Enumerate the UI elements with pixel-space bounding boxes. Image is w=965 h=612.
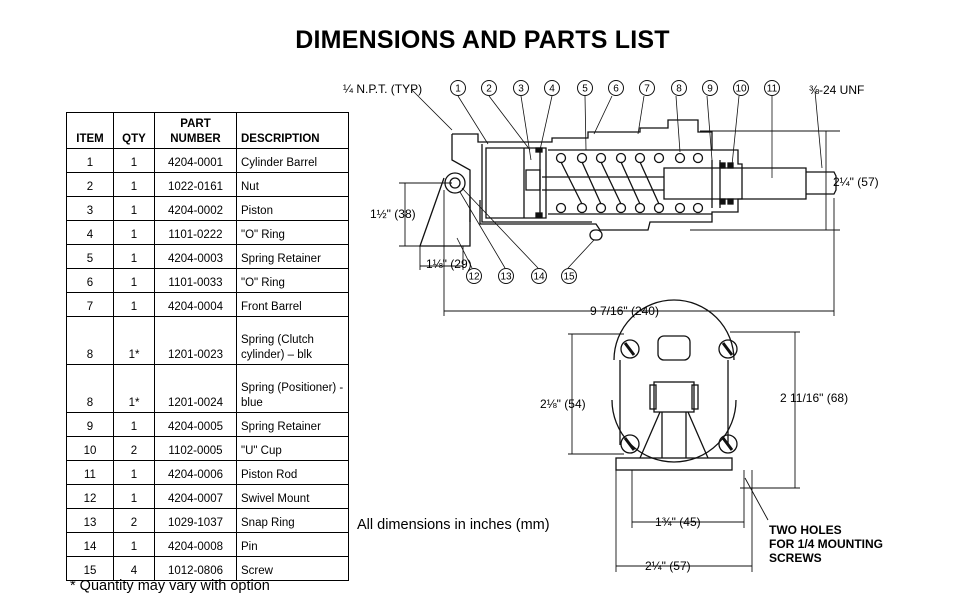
cell-part-number: 4204-0004 [154, 292, 237, 317]
cell-part-number: 1201-0023 [154, 316, 237, 365]
callout-number: 3 [518, 84, 524, 95]
cell-item: 8 [66, 316, 114, 365]
cell-item: 15 [66, 556, 114, 581]
dim-mount-width: 1⅛" (29) [426, 257, 472, 271]
callout-circle [733, 80, 749, 96]
cell-description: Spring Retainer [236, 412, 349, 437]
callout-circle [513, 80, 529, 96]
callout-number: 7 [644, 84, 650, 95]
callout-number: 12 [468, 272, 480, 283]
callout-circle [608, 80, 624, 96]
callout-number: 14 [533, 272, 545, 283]
cell-description: Spring (Clutch cylinder) – blk [236, 316, 349, 365]
callout-number: 8 [676, 84, 682, 95]
callout-circle [577, 80, 593, 96]
header-description: DESCRIPTION [236, 112, 349, 149]
callout-number: 1 [455, 84, 461, 95]
callout-leaders [411, 89, 823, 269]
callout-circle [702, 80, 718, 96]
side-dimension-lines [399, 130, 840, 316]
header-qty: QTY [113, 112, 155, 149]
end-view [611, 299, 738, 471]
dim-overall-length: 9 7/16" (240) [590, 304, 659, 318]
hole-note-line1: TWO HOLES [769, 523, 842, 537]
parts-table: ITEM QTY PART NUMBER DESCRIPTION 1 1 4204-0… [66, 112, 349, 581]
side-view-cylinder [452, 119, 837, 231]
cell-part-number: 1101-0033 [154, 268, 237, 293]
cell-part-number: 1102-0005 [154, 436, 237, 461]
table-header-row: ITEM QTY PART NUMBER DESCRIPTION [66, 112, 349, 149]
callout-circle [450, 80, 466, 96]
callout-number: 4 [549, 84, 555, 95]
callout-circle [544, 80, 560, 96]
quantity-footnote: * Quantity may vary with option [70, 578, 270, 594]
callout-circle [561, 268, 577, 284]
dim-hole-spacing: 1¾" (45) [655, 515, 701, 529]
cell-item: 8 [66, 364, 114, 413]
cell-part-number: 4204-0007 [154, 484, 237, 509]
cell-part-number: 1201-0024 [154, 364, 237, 413]
callout-circle [498, 268, 514, 284]
callout-circle [671, 80, 687, 96]
callout-circle [466, 268, 482, 284]
dim-screw-spacing: 2⅛" (54) [540, 397, 586, 411]
dim-base-width: 2¼" (57) [645, 559, 691, 573]
spring-coils [555, 152, 704, 214]
cell-part-number: 4204-0006 [154, 460, 237, 485]
dim-height-side: 2¼" (57) [833, 175, 879, 189]
dim-pivot-height: 1½" (38) [370, 207, 416, 221]
callout-number: 15 [563, 272, 575, 283]
cell-part-number: 4204-0003 [154, 244, 237, 269]
cell-part-number: 4204-0002 [154, 196, 237, 221]
callout-circle [764, 80, 780, 96]
callout-number: 13 [500, 272, 512, 283]
callout-number: 6 [613, 84, 619, 95]
cell-description: Snap Ring [236, 508, 349, 533]
callout-circle [639, 80, 655, 96]
callout-circle [481, 80, 497, 96]
callout-circle [531, 268, 547, 284]
end-dimension-lines [568, 331, 800, 572]
thread-label: ⅜-24 UNF [809, 83, 864, 97]
cell-description: "U" Cup [236, 436, 349, 461]
cell-qty: 1 [113, 532, 155, 557]
callout-number: 10 [735, 84, 747, 95]
units-note: All dimensions in inches (mm) [357, 517, 550, 533]
page-title: DIMENSIONS AND PARTS LIST [295, 26, 670, 54]
header-part-line2: NUMBER [170, 133, 221, 145]
callout-number: 2 [486, 84, 492, 95]
cell-qty: 1 [113, 412, 155, 437]
header-item: ITEM [66, 112, 114, 149]
cell-item: 5 [66, 244, 114, 269]
cell-description: Screw [236, 556, 349, 581]
cell-qty: 4 [113, 556, 155, 581]
cell-description: Spring Retainer [236, 244, 349, 269]
cell-description: Pin [236, 532, 349, 557]
cell-item: 6 [66, 268, 114, 293]
header-part-line1: PART [180, 118, 211, 130]
cell-qty: 1 [113, 148, 155, 173]
npt-label: ¼ N.P.T. (TYP) [343, 82, 422, 96]
cell-part-number: 1012-0806 [154, 556, 237, 581]
hole-note-line3: SCREWS [769, 551, 822, 565]
dim-end-height: 2 11/16" (68) [780, 391, 848, 405]
callout-number: 5 [582, 84, 588, 95]
callout-number: 9 [707, 84, 713, 95]
cell-description: Spring (Positioner) - blue [236, 364, 349, 413]
hole-note-line2: FOR 1/4 MOUNTING [769, 537, 883, 551]
header-part-number: PART NUMBER [154, 112, 237, 149]
callout-number: 11 [767, 84, 778, 95]
